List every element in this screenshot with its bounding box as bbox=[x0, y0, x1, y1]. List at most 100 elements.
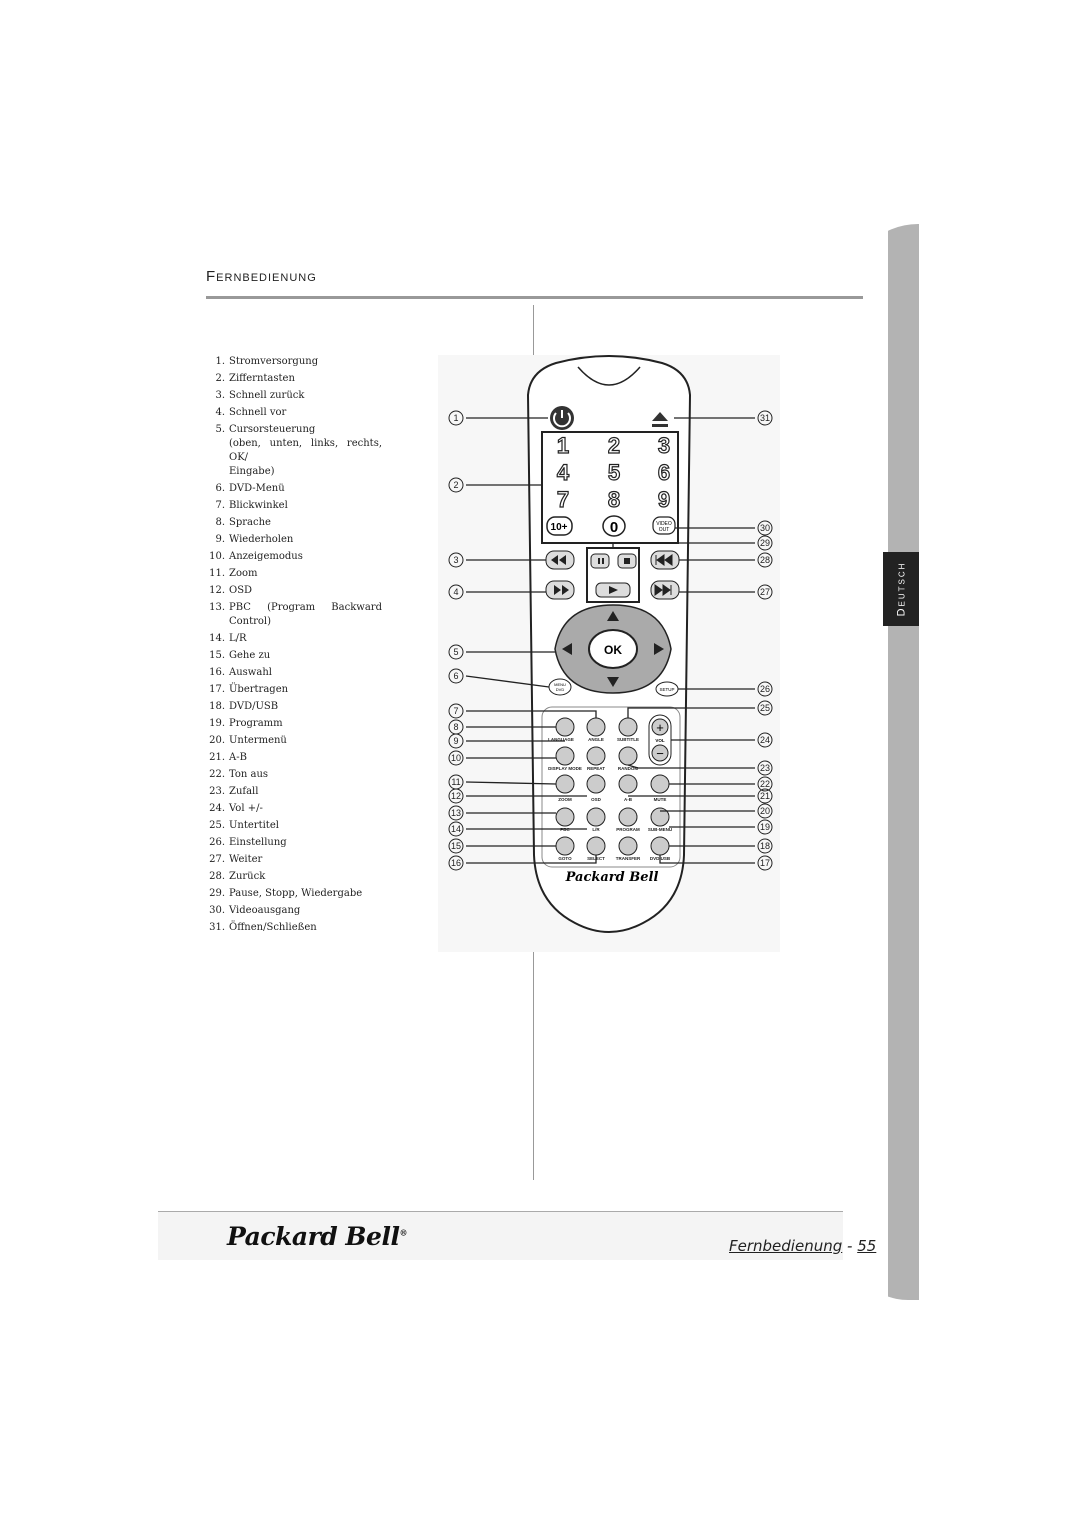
title-rule bbox=[206, 296, 863, 299]
svg-text:L/R: L/R bbox=[592, 827, 600, 832]
svg-text:OSD: OSD bbox=[591, 797, 602, 802]
callout-21: 21 bbox=[760, 791, 770, 801]
legend-item: 19.Programm bbox=[209, 718, 283, 729]
remote-control-figure: 1 2 3 4 5 6 7 8 9 10+ 0 VIDEO OUT OK MEN… bbox=[438, 355, 780, 952]
callout-7: 7 bbox=[453, 706, 458, 716]
language-tab-label: Deutsch bbox=[895, 561, 907, 617]
svg-text:SUB-MENU: SUB-MENU bbox=[648, 827, 672, 832]
legend-item: 14.L/R bbox=[209, 633, 247, 644]
remote-brand: Packard Bell bbox=[565, 870, 659, 885]
legend-item: 9.Wiederholen bbox=[215, 534, 294, 545]
legend-item: 16.Auswahl bbox=[209, 667, 272, 678]
callout-28: 28 bbox=[760, 555, 770, 565]
svg-text:VOL: VOL bbox=[655, 738, 665, 743]
legend-item: 24.Vol +/- bbox=[209, 803, 263, 814]
page-number: 55 bbox=[857, 1237, 877, 1255]
callout-20: 20 bbox=[760, 806, 770, 816]
callout-26: 26 bbox=[760, 684, 770, 694]
digit-9: 9 bbox=[658, 487, 670, 512]
callout-24: 24 bbox=[760, 735, 770, 745]
svg-text:ANGLE: ANGLE bbox=[588, 737, 604, 742]
digit-1: 1 bbox=[557, 433, 569, 458]
legend-item: 12.OSD bbox=[209, 585, 253, 596]
callout-6: 6 bbox=[453, 671, 458, 681]
column-divider-top bbox=[533, 305, 534, 360]
callout-3: 3 bbox=[453, 555, 458, 565]
callout-5: 5 bbox=[453, 647, 458, 657]
callout-17: 17 bbox=[760, 858, 770, 868]
svg-text:SUBTITLE: SUBTITLE bbox=[617, 737, 639, 742]
legend-item: 6.DVD-Menü bbox=[215, 483, 285, 494]
footer-rule bbox=[158, 1211, 843, 1212]
callout-22: 22 bbox=[760, 779, 770, 789]
legend-item: 20.Untermenü bbox=[209, 735, 287, 746]
callout-14: 14 bbox=[451, 824, 461, 834]
callout-18: 18 bbox=[760, 841, 770, 851]
legend-item: 30.Videoausgang bbox=[209, 905, 301, 916]
legend-item: 25.Untertitel bbox=[209, 820, 279, 831]
legend-item: 10.Anzeigemodus bbox=[209, 551, 303, 562]
svg-text:DISPLAY MODE: DISPLAY MODE bbox=[548, 766, 582, 771]
legend-item: 31.Öffnen/Schließen bbox=[209, 922, 317, 933]
legend-item: 15.Gehe zu bbox=[209, 650, 271, 661]
svg-text:VIDEO: VIDEO bbox=[656, 521, 672, 527]
svg-text:A-B: A-B bbox=[624, 797, 633, 802]
callout-15: 15 bbox=[451, 841, 461, 851]
brand-logo: Packard Bell® bbox=[227, 1222, 407, 1251]
legend-item: 23.Zufall bbox=[209, 786, 259, 797]
svg-text:TRANSFER: TRANSFER bbox=[616, 856, 641, 861]
side-tab-cutout bbox=[848, 224, 888, 1300]
legend-item: 17.Übertragen bbox=[209, 684, 289, 695]
digit-5: 5 bbox=[608, 460, 620, 485]
svg-text:−: − bbox=[656, 746, 664, 761]
callout-4: 4 bbox=[453, 587, 458, 597]
page-label: Fernbedienung bbox=[729, 1237, 843, 1255]
callout-11: 11 bbox=[451, 777, 460, 787]
callout-30: 30 bbox=[760, 523, 770, 533]
callout-19: 19 bbox=[760, 822, 770, 832]
section-title: Fernbedienung bbox=[206, 268, 317, 285]
legend-item: 21.A-B bbox=[209, 752, 247, 763]
legend-item: 18.DVD/USB bbox=[209, 701, 279, 712]
callout-23: 23 bbox=[760, 763, 770, 773]
svg-text:GOTO: GOTO bbox=[558, 856, 572, 861]
button-legend: 1.Stromversorgung 2.Zifferntasten 3.Schn… bbox=[200, 353, 382, 936]
language-tab[interactable]: Deutsch bbox=[883, 552, 919, 626]
legend-item: 28.Zurück bbox=[209, 871, 266, 882]
svg-text:RANDOM: RANDOM bbox=[618, 766, 638, 771]
legend-item: 27.Weiter bbox=[209, 854, 263, 865]
page-reference: Fernbedienung - 55 bbox=[729, 1237, 877, 1255]
digit-6: 6 bbox=[658, 460, 670, 485]
legend-item: 1.Stromversorgung bbox=[215, 356, 319, 367]
svg-text:ZOOM: ZOOM bbox=[558, 797, 572, 802]
callout-25: 25 bbox=[760, 703, 770, 713]
svg-text:REPEAT: REPEAT bbox=[587, 766, 605, 771]
digit-8: 8 bbox=[608, 487, 620, 512]
eject-icon bbox=[652, 412, 668, 427]
digit-3: 3 bbox=[658, 433, 670, 458]
digit-2: 2 bbox=[608, 433, 620, 458]
digit-10-plus: 10+ bbox=[551, 522, 568, 533]
svg-text:PROGRAM: PROGRAM bbox=[616, 827, 640, 832]
legend-item: 3.Schnell zurück bbox=[215, 390, 305, 401]
callout-10: 10 bbox=[451, 753, 461, 763]
callout-29: 29 bbox=[760, 538, 770, 548]
legend-item: 26.Einstellung bbox=[209, 837, 287, 848]
legend-item: 5.Cursorsteuerung(oben, unten, links, re… bbox=[215, 424, 382, 477]
callout-12: 12 bbox=[451, 791, 461, 801]
callout-13: 13 bbox=[451, 808, 461, 818]
ok-label: OK bbox=[604, 643, 622, 657]
callout-31: 31 bbox=[760, 413, 770, 423]
callout-1: 1 bbox=[453, 413, 458, 423]
legend-item: 22.Ton aus bbox=[209, 769, 269, 780]
legend-item: 2.Zifferntasten bbox=[215, 373, 295, 384]
legend-item: 8.Sprache bbox=[215, 517, 271, 528]
svg-text:OUT: OUT bbox=[659, 527, 670, 533]
svg-text:MENU: MENU bbox=[554, 682, 566, 687]
svg-text:+: + bbox=[656, 720, 664, 735]
footer-band bbox=[158, 1212, 843, 1260]
svg-text:MUTE: MUTE bbox=[654, 797, 667, 802]
svg-text:LANGUAGE: LANGUAGE bbox=[548, 737, 574, 742]
callout-2: 2 bbox=[453, 480, 458, 490]
legend-item: 4.Schnell vor bbox=[215, 407, 287, 418]
